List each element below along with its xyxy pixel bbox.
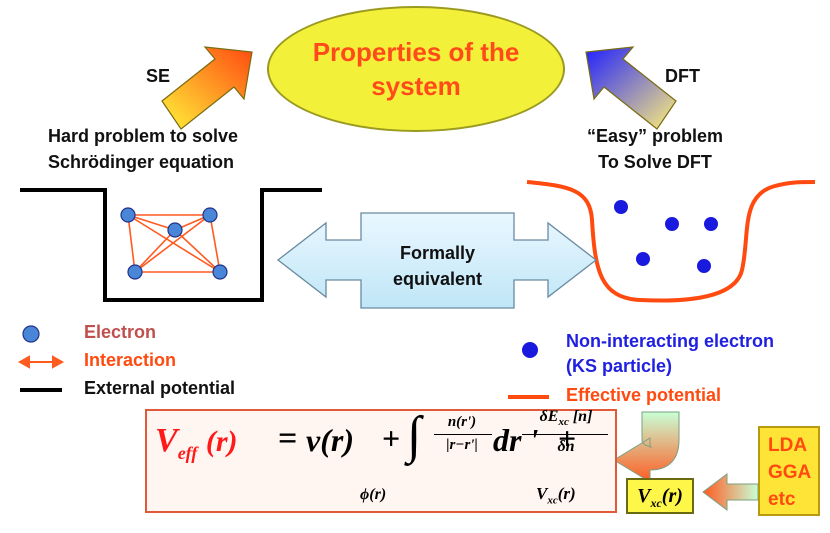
plus-2: + xyxy=(558,420,577,456)
dft-arrow xyxy=(585,46,677,130)
formally-line2: equivalent xyxy=(392,269,483,289)
electrons-left xyxy=(120,207,228,280)
legend-electron-icon xyxy=(22,325,40,343)
legend-interaction-label: Interaction xyxy=(84,350,177,370)
v-term: v(r) xyxy=(306,422,354,458)
properties-title: Properties of the system xyxy=(306,35,526,103)
vxc-under-sub: xc xyxy=(547,494,558,507)
fraction2-bar xyxy=(522,434,608,435)
properties-title-line1: Properties of the xyxy=(312,37,520,67)
frac2-dE: δE xyxy=(539,408,559,425)
lda-label: LDA xyxy=(768,435,808,456)
properties-ellipse: Properties of the system xyxy=(267,6,565,132)
formally-line1: Formally xyxy=(399,243,476,263)
vxc-under-r: (r) xyxy=(557,484,576,503)
external-potential-well xyxy=(20,188,322,302)
plus-1: + xyxy=(382,420,401,456)
phi-label: ϕ(r) xyxy=(360,486,387,503)
effective-potential-well xyxy=(526,180,816,303)
veff-formula-box xyxy=(145,409,617,513)
veff-symbol: Veff (r) xyxy=(155,422,238,464)
vxc-under-V: V xyxy=(536,484,548,503)
vxc-under-label: Vxc(r) xyxy=(536,484,576,506)
legend-external-label: External potential xyxy=(84,378,236,398)
interaction-lines xyxy=(127,214,221,273)
veff-r: (r) xyxy=(205,425,238,458)
legend-effective-label: Effective potential xyxy=(566,385,722,405)
fraction1-bar xyxy=(434,434,492,435)
gga-label: GGA xyxy=(768,462,812,483)
se-description: Hard problem to solve Schrödinger equati… xyxy=(48,123,238,175)
dft-desc-line1: “Easy” problem xyxy=(586,126,724,146)
vxc-box-r: (r) xyxy=(661,485,683,507)
veff-V: V xyxy=(155,422,178,459)
electrons-right xyxy=(614,200,718,273)
frac2-tail: [n] xyxy=(572,408,593,425)
fraction2-numerator: δExc [n] xyxy=(520,408,612,428)
formally-equivalent-arrow xyxy=(276,212,598,309)
vxc-box-V: V xyxy=(637,485,651,507)
legend-noninteracting-label: Non-interacting electron xyxy=(566,331,775,351)
lda-box: LDA GGA etc xyxy=(758,426,820,516)
down-bent-arrow xyxy=(613,411,680,483)
vxc-box-sub: xc xyxy=(650,496,662,510)
veff-sub: eff xyxy=(177,442,198,463)
properties-title-line2: system xyxy=(371,71,461,101)
fraction2-denominator: δn xyxy=(557,438,575,455)
se-desc-line1: Hard problem to solve xyxy=(48,126,239,146)
dft-desc-line2: To Solve DFT xyxy=(598,152,712,172)
integral-sign: ∫ xyxy=(407,407,422,464)
dr-term: dr ' xyxy=(493,422,539,458)
vxc-box: Vxc(r) xyxy=(626,478,694,514)
formally-equivalent-text: Formally equivalent xyxy=(361,240,514,292)
fraction1-numerator: n(r') xyxy=(447,414,477,430)
equals-sign: = xyxy=(278,420,298,457)
legend-ks-electron-icon xyxy=(522,342,538,358)
lda-box-text: LDA GGA etc xyxy=(760,428,818,513)
frac2-sub: xc xyxy=(558,416,569,429)
fraction1-denominator: |r−r'| xyxy=(446,437,478,453)
dft-description: “Easy” problem To Solve DFT xyxy=(565,123,745,175)
etc-label: etc xyxy=(768,489,796,510)
dft-label: DFT xyxy=(665,66,700,86)
se-arrow xyxy=(161,46,253,130)
legend-ks-label: (KS particle) xyxy=(566,356,673,376)
legend-electron-label: Electron xyxy=(84,322,157,342)
se-label: SE xyxy=(146,66,171,86)
se-desc-line2: Schrödinger equation xyxy=(48,152,235,172)
legend-interaction-icon xyxy=(17,355,65,369)
lda-to-vxc-arrow xyxy=(702,473,759,511)
